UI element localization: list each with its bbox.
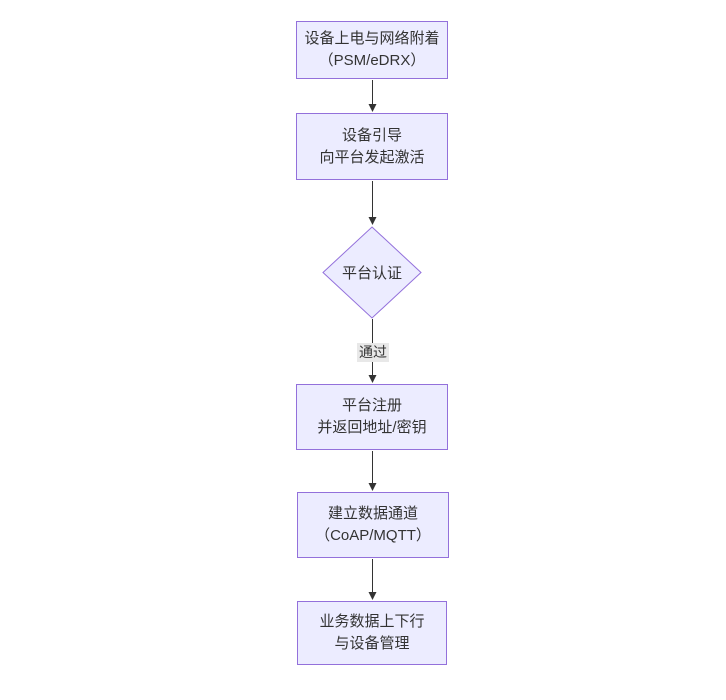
node-text-line: （CoAP/MQTT） <box>315 527 431 544</box>
node-text-line: 设备上电与网络附着 <box>304 30 440 47</box>
node-power-network-attach: 设备上电与网络附着 （PSM/eDRX） <box>296 21 448 79</box>
node-text-line: 设备引导 <box>341 126 402 144</box>
arrowhead-icon <box>368 375 377 383</box>
edge-arrow-4 <box>368 451 377 491</box>
arrowhead-icon <box>368 592 377 600</box>
edge-label-pass: 通过 <box>357 343 389 362</box>
diamond-shape <box>322 226 422 319</box>
node-text-line: 业务数据上下行 <box>319 613 425 630</box>
node-text-line: 平台注册 <box>341 397 402 414</box>
node-text-line: 并返回地址/密钥 <box>317 419 427 436</box>
arrowhead-icon <box>368 483 377 491</box>
arrowhead-icon <box>368 217 377 225</box>
node-text-line: 与设备管理 <box>334 635 410 652</box>
arrowhead-icon <box>368 104 377 112</box>
node-data-channel: 建立数据通道 （CoAP/MQTT） <box>297 492 449 558</box>
node-platform-register: 平台注册 并返回地址/密钥 <box>296 384 448 450</box>
edge-arrow-5 <box>368 559 377 600</box>
edge-arrow-2 <box>368 181 377 225</box>
node-business-data-mgmt: 业务数据上下行 与设备管理 <box>297 601 447 665</box>
node-text-line: 建立数据通道 <box>327 505 418 522</box>
node-device-bootstrap: 设备引导 向平台发起激活 <box>296 113 448 180</box>
diamond-polygon <box>322 226 422 319</box>
edge-arrow-1 <box>368 80 377 112</box>
node-text-line: 平台认证 <box>341 265 402 282</box>
node-text-line: 向平台发起激活 <box>319 148 425 166</box>
node-text-line: （PSM/eDRX） <box>318 52 426 69</box>
node-platform-auth-decision: 平台认证 <box>322 226 422 319</box>
